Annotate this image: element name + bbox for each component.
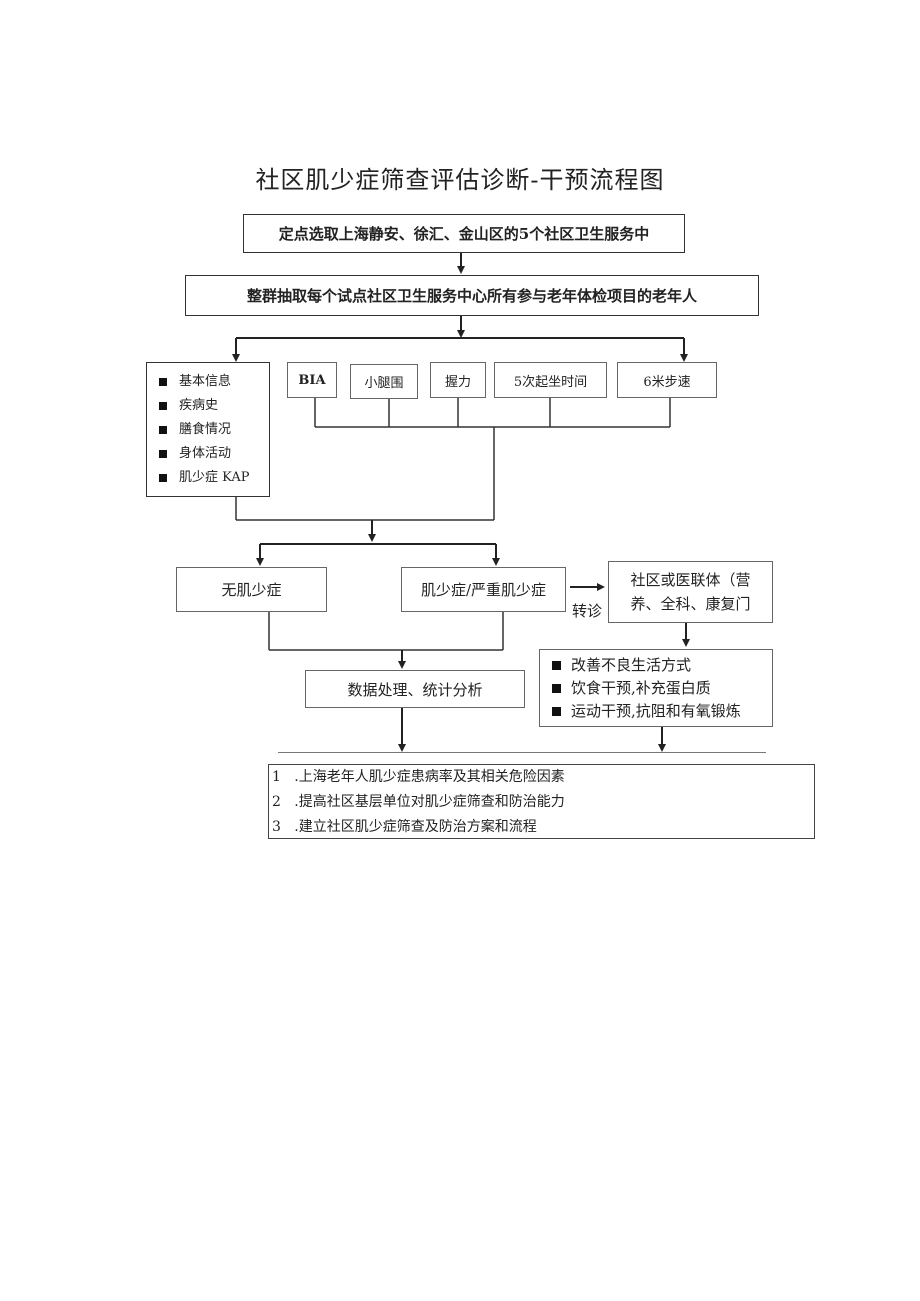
outcome-text: .上海老年人肌少症患病率及其相关危险因素 — [294, 769, 565, 785]
no-sarcopenia-box: 无肌少症 — [176, 567, 327, 612]
list-item: 身体活动 — [159, 442, 231, 466]
list-item: 运动干预,抗阻和有氧锻炼 — [552, 700, 741, 723]
step2-box: 整群抽取每个试点社区卫生服务中心所有参与老年体检项目的老年人 — [185, 275, 759, 316]
bullet-square-icon — [159, 401, 167, 410]
bullet-square-icon — [159, 425, 167, 434]
test-chair-stand-box: 5次起坐时间 — [494, 362, 607, 398]
divider-line — [278, 752, 766, 753]
list-item: 1 .上海老年人肌少症患病率及其相关危险因素 — [272, 765, 814, 790]
test-label: 6米步速 — [643, 374, 691, 390]
analysis-text: 数据处理、统计分析 — [347, 680, 483, 699]
questionnaire-box: 基本信息 疾病史 膳食情况 身体活动 肌少症 KAP — [146, 362, 270, 497]
referral-label: 转诊 — [572, 602, 603, 620]
list-item: 饮食干预,补充蛋白质 — [552, 677, 711, 700]
outcome-number: 3 — [272, 819, 281, 835]
test-bia-box: BIA — [287, 362, 337, 398]
test-label: 小腿围 — [364, 376, 404, 391]
outcome-text: .提高社区基层单位对肌少症筛查和防治能力 — [294, 794, 565, 810]
bullet-square-icon — [159, 473, 167, 482]
test-calf-box: 小腿围 — [350, 364, 418, 399]
outcome-number: 1 — [272, 769, 281, 785]
interventions-box: 改善不良生活方式 饮食干预,补充蛋白质 运动干预,抗阻和有氧锻炼 — [539, 649, 773, 727]
referral-text-line: 社区或医联体（营 — [630, 571, 751, 589]
step1-box: 定点选取上海静安、徐汇、金山区的5个社区卫生服务中 — [243, 214, 685, 253]
sarcopenia-text: 肌少症/严重肌少症 — [420, 581, 547, 599]
outcome-text: .建立社区肌少症筛查及防治方案和流程 — [294, 819, 537, 835]
list-item: 基本信息 — [159, 370, 231, 394]
list-item: 肌少症 KAP — [159, 466, 249, 490]
bullet-square-icon — [159, 449, 167, 458]
step1-text: 定点选取上海静安、徐汇、金山区的5个社区卫生服务中 — [278, 225, 650, 243]
outcome-number: 2 — [272, 794, 281, 810]
list-item: 2 .提高社区基层单位对肌少症筛查和防治能力 — [272, 790, 814, 815]
list-item: 疾病史 — [159, 394, 218, 418]
no-sarcopenia-text: 无肌少症 — [221, 581, 282, 599]
list-item: 3 .建立社区肌少症筛查及防治方案和流程 — [272, 815, 814, 840]
bullet-square-icon — [552, 706, 561, 716]
analysis-box: 数据处理、统计分析 — [305, 670, 525, 708]
bullet-square-icon — [159, 377, 167, 386]
diagram-title: 社区肌少症筛查评估诊断-干预流程图 — [255, 166, 665, 194]
test-grip-box: 握力 — [430, 362, 486, 398]
step2-text: 整群抽取每个试点社区卫生服务中心所有参与老年体检项目的老年人 — [246, 287, 697, 305]
list-item: 改善不良生活方式 — [552, 654, 691, 677]
list-item: 膳食情况 — [159, 418, 231, 442]
test-label: 5次起坐时间 — [513, 374, 588, 390]
sarcopenia-box: 肌少症/严重肌少症 — [401, 567, 566, 612]
test-label: BIA — [298, 372, 326, 388]
outcomes-box: 1 .上海老年人肌少症患病率及其相关危险因素 2 .提高社区基层单位对肌少症筛查… — [268, 764, 815, 839]
test-gait-box: 6米步速 — [617, 362, 717, 398]
bullet-square-icon — [552, 683, 561, 693]
referral-text-line: 养、全科、康复门 — [630, 595, 751, 613]
test-label: 握力 — [444, 374, 471, 390]
referral-box: 社区或医联体（营 养、全科、康复门 — [608, 561, 773, 623]
bullet-square-icon — [552, 660, 561, 670]
